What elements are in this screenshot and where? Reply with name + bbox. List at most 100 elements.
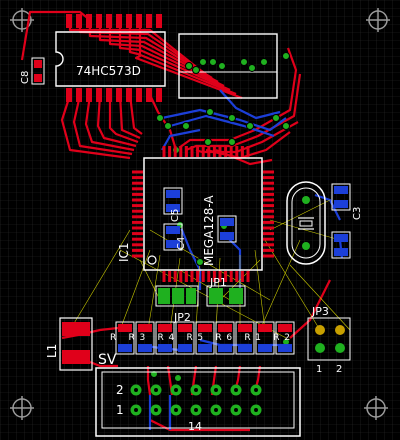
ic1-pin — [132, 187, 143, 191]
ic1-pin — [168, 146, 172, 157]
ic1-pin — [190, 146, 194, 157]
sv-header: SV 2 1 14 — [95, 352, 301, 437]
ic1-body — [143, 157, 263, 271]
c4-label: C4 — [176, 237, 187, 250]
c3-capacitor: C3 — [331, 183, 363, 220]
ic1-pin — [240, 146, 244, 157]
ic2-part-label: 74HC573D — [76, 64, 141, 78]
ic2-pads-bottom — [66, 88, 162, 102]
ic1-pin — [263, 176, 274, 180]
crystal-oscillator — [286, 181, 326, 265]
via-icon — [156, 114, 164, 122]
jp2-jumper: JP2 — [155, 285, 199, 324]
via-icon — [248, 64, 256, 72]
ic1-pin — [212, 271, 216, 282]
header-pin1-label: 1 — [116, 403, 124, 417]
ic1-pin — [263, 243, 274, 247]
c1-capacitor — [217, 215, 237, 243]
ic1-pin — [246, 146, 250, 157]
ic1-pin — [207, 146, 211, 157]
via-icon — [206, 108, 214, 116]
ic1-pin — [132, 192, 143, 196]
mounting-hole-icon — [10, 396, 34, 420]
header-pins — [130, 384, 262, 416]
resistor — [235, 321, 255, 355]
jp1-label: JP1 — [209, 276, 227, 289]
resistor — [255, 321, 275, 355]
mounting-hole-icon — [364, 396, 388, 420]
ic1-pin — [132, 176, 143, 180]
mounting-holes — [10, 8, 390, 420]
l1-inductor: L1 — [45, 317, 93, 371]
via-icon — [192, 66, 200, 74]
ic1-pin — [132, 248, 143, 252]
resistor — [215, 321, 235, 355]
resistor — [135, 321, 155, 355]
ic1-pin — [184, 146, 188, 157]
ic1-pin — [201, 271, 205, 282]
ic1-pin — [246, 271, 250, 282]
ic1-pin — [224, 146, 228, 157]
c8-capacitor: C8 — [20, 57, 45, 85]
resistor-row — [115, 321, 295, 355]
resistor — [195, 321, 215, 355]
ic1-ref-label: IC1 — [117, 242, 131, 262]
ic1-pin — [132, 181, 143, 185]
via-icon — [282, 122, 290, 130]
ic1-pin — [240, 271, 244, 282]
via-icon — [199, 58, 207, 66]
via-icon — [218, 62, 226, 70]
c5-label: C5 — [170, 209, 181, 222]
mounting-hole-icon — [10, 8, 34, 32]
ic1-pin — [173, 271, 177, 282]
ic1-pin — [132, 237, 143, 241]
ic1-pin — [263, 215, 274, 219]
ic1-pin — [263, 204, 274, 208]
ic1-pin — [132, 204, 143, 208]
c8-label: C8 — [20, 71, 31, 84]
ic1-pin — [263, 170, 274, 174]
resistor — [175, 321, 195, 355]
ic2-74hc573d: 74HC573D — [55, 14, 166, 102]
ic1-pin — [263, 248, 274, 252]
via-icon — [164, 122, 172, 130]
mounting-hole-icon — [366, 8, 390, 32]
ic1-pin — [132, 215, 143, 219]
ic1-pin — [263, 198, 274, 202]
resistor-row-label: R R3 R4 R5 R6 R1 R2 — [110, 333, 290, 343]
c4-capacitor: C4 — [163, 223, 187, 251]
ic1-pin — [132, 232, 143, 236]
ic1-pin — [173, 146, 177, 157]
ic1-pin — [132, 170, 143, 174]
ic1-pin — [263, 209, 274, 213]
via-icon — [240, 58, 248, 66]
sv-label: SV — [98, 352, 117, 368]
ic1-pin — [201, 146, 205, 157]
ic1-pin — [190, 271, 194, 282]
ic1-pin — [179, 146, 183, 157]
via-icon — [228, 114, 236, 122]
ic1-pin — [212, 146, 216, 157]
ic1-pin — [263, 192, 274, 196]
ic1-pin — [168, 271, 172, 282]
via-icon — [272, 114, 280, 122]
via-icon — [185, 62, 193, 70]
ic1-pin — [132, 243, 143, 247]
ic1-pin — [235, 271, 239, 282]
ic1-pin — [132, 226, 143, 230]
ic1-pin — [263, 181, 274, 185]
ic2-outline — [55, 31, 166, 87]
ic1-pin — [218, 271, 222, 282]
via-icon — [196, 258, 204, 266]
resistor — [115, 321, 135, 355]
jp3-jumper: JP3 1 2 — [307, 305, 351, 375]
ic1-pin — [184, 271, 188, 282]
via-icon — [174, 374, 182, 382]
c5-capacitor: C5 — [163, 187, 183, 222]
via-icon — [246, 122, 254, 130]
ic1-pin — [263, 232, 274, 236]
ic1-pin — [263, 237, 274, 241]
via-icon — [228, 138, 236, 146]
